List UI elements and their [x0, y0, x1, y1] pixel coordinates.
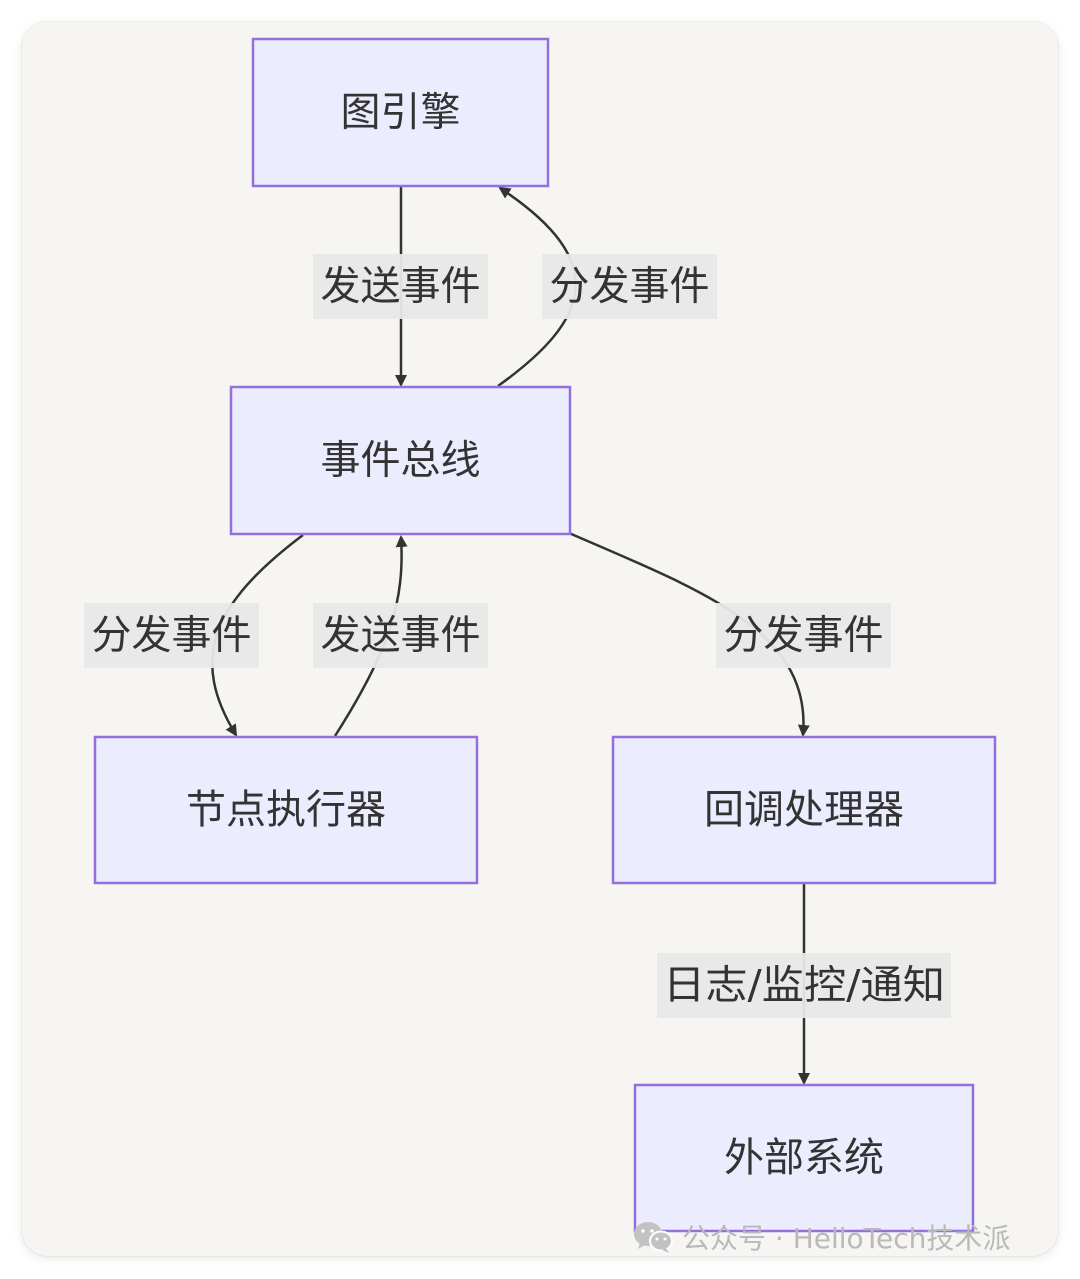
node-label: 图引擎 — [341, 90, 461, 136]
node-label: 节点执行器 — [186, 787, 386, 833]
wechat-icon — [634, 1222, 673, 1253]
node-event-bus: 事件总线 — [229, 385, 572, 536]
edge-label-engine-to-bus: 发送事件 — [313, 254, 488, 319]
node-label: 外部系统 — [724, 1135, 884, 1181]
edge-label-text: 分发事件 — [92, 613, 252, 659]
edge-label-bus-to-handler: 分发事件 — [716, 603, 891, 668]
edge-label-text: 发送事件 — [321, 264, 481, 310]
edge-label-text: 分发事件 — [550, 264, 710, 310]
node-label: 事件总线 — [321, 438, 481, 484]
edge-label-executor-to-bus: 发送事件 — [313, 603, 488, 668]
node-external-system: 外部系统 — [633, 1083, 975, 1233]
edge-label-text: 分发事件 — [724, 613, 884, 659]
watermark: 公众号 · HelloTech技术派 — [632, 1215, 1010, 1259]
edge-label-bus-to-executor: 分发事件 — [84, 603, 259, 668]
edge-label-text: 日志/监控/通知 — [663, 963, 945, 1009]
edge-label-text: 发送事件 — [321, 613, 481, 659]
watermark-text: 公众号 · HelloTech技术派 — [682, 1222, 1011, 1255]
node-node-executor: 节点执行器 — [93, 735, 479, 885]
edge-label-handler-to-external: 日志/监控/通知 — [657, 953, 951, 1018]
node-label: 回调处理器 — [704, 787, 904, 833]
node-callback-handler: 回调处理器 — [611, 735, 997, 885]
node-graph-engine: 图引擎 — [251, 37, 550, 188]
edge-label-bus-to-engine: 分发事件 — [542, 254, 717, 319]
